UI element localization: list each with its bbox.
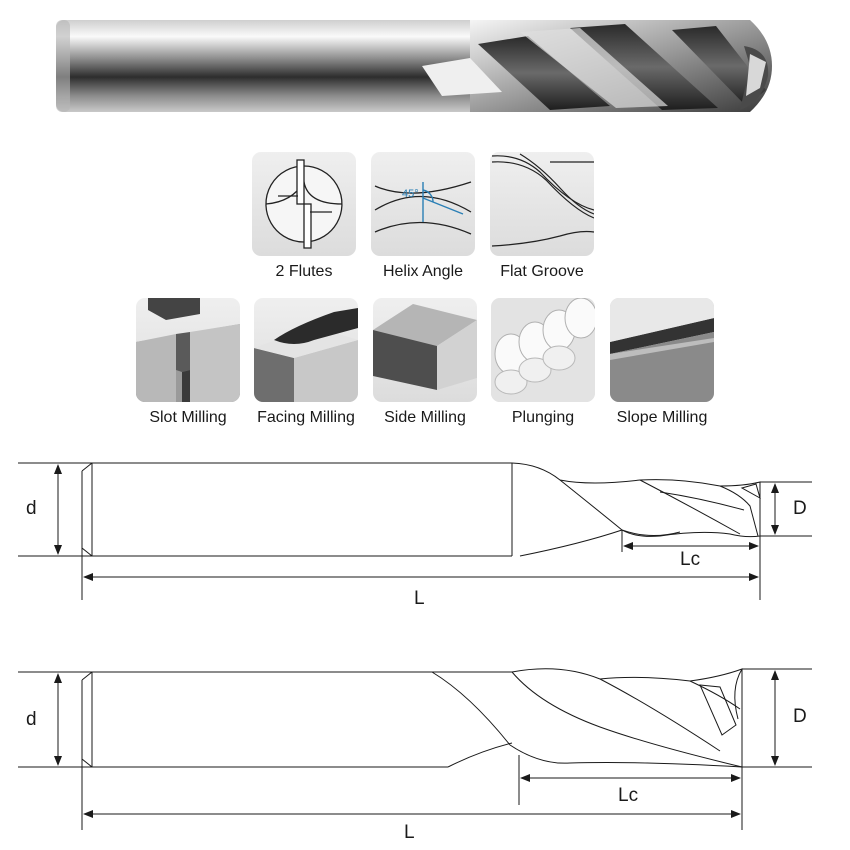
flat-groove-icon <box>490 152 594 256</box>
dimension-Lc-label-1: Lc <box>680 549 701 570</box>
feature-label-flat-groove: Flat Groove <box>500 263 584 280</box>
end-mill-photo <box>50 10 780 122</box>
helix-angle-icon: 45° <box>371 152 475 256</box>
operation-label-plunging: Plunging <box>511 409 575 426</box>
side-milling-icon <box>373 298 477 402</box>
two-flutes-icon <box>252 152 356 256</box>
dimension-D-label-2: D <box>793 706 807 727</box>
operation-label-side-milling: Side Milling <box>384 409 466 426</box>
feature-label-helix-angle: Helix Angle <box>382 263 464 280</box>
operation-label-slope-milling: Slope Milling <box>616 409 708 426</box>
plunging-icon <box>491 298 595 402</box>
slot-milling-icon <box>136 298 240 402</box>
helix-angle-value: 45° <box>402 188 419 200</box>
dimension-L-label-1: L <box>414 588 425 609</box>
dimension-D-label-1: D <box>793 498 807 519</box>
dimension-Lc-label-2: Lc <box>618 785 639 806</box>
facing-milling-icon <box>254 298 358 402</box>
operation-label-facing-milling: Facing Milling <box>257 409 355 426</box>
dimension-d-label-1: d <box>26 498 37 519</box>
dimension-d-label-2: d <box>26 709 37 730</box>
technical-drawing-1 <box>0 450 850 620</box>
dimension-L-label-2: L <box>404 822 415 843</box>
technical-drawing-2 <box>0 655 850 845</box>
feature-label-2-flutes: 2 Flutes <box>275 263 333 280</box>
slope-milling-icon <box>610 298 714 402</box>
operation-label-slot-milling: Slot Milling <box>149 409 227 426</box>
